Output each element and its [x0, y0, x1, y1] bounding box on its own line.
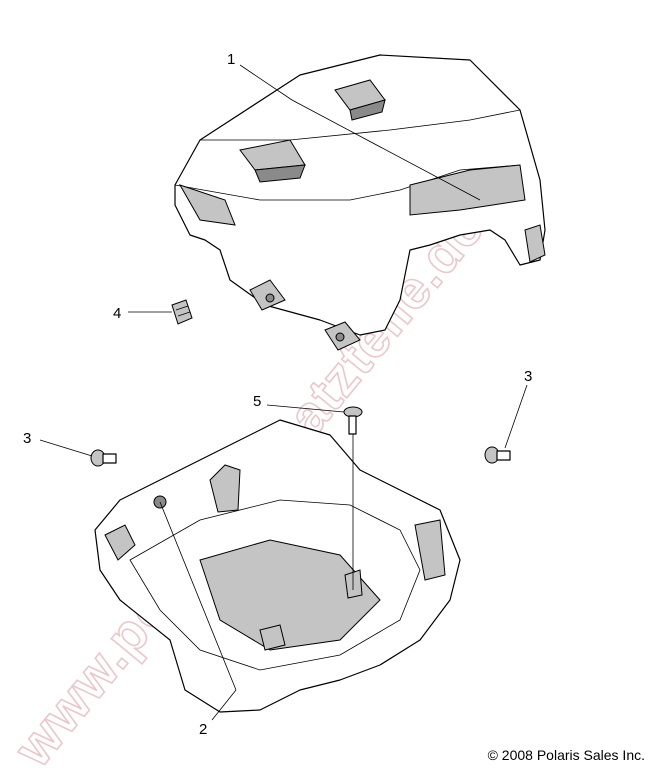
copyright-notice: © 2008 Polaris Sales Inc. — [487, 747, 645, 763]
callout-2: 2 — [199, 721, 207, 738]
part-4-clip — [171, 299, 193, 325]
part-3-bolt-right — [484, 446, 511, 464]
callout-3-left: 3 — [23, 430, 31, 447]
part-5-screw — [343, 406, 363, 435]
part-2-lower-cover — [94, 419, 461, 713]
callout-3-right: 3 — [524, 368, 532, 385]
part-1-upper-cover — [174, 54, 546, 351]
callout-1: 1 — [227, 51, 235, 68]
callout-5: 5 — [253, 393, 261, 410]
leader-lines — [39, 64, 528, 721]
callout-4: 4 — [113, 305, 121, 322]
part-3-bolt-left — [90, 449, 117, 467]
